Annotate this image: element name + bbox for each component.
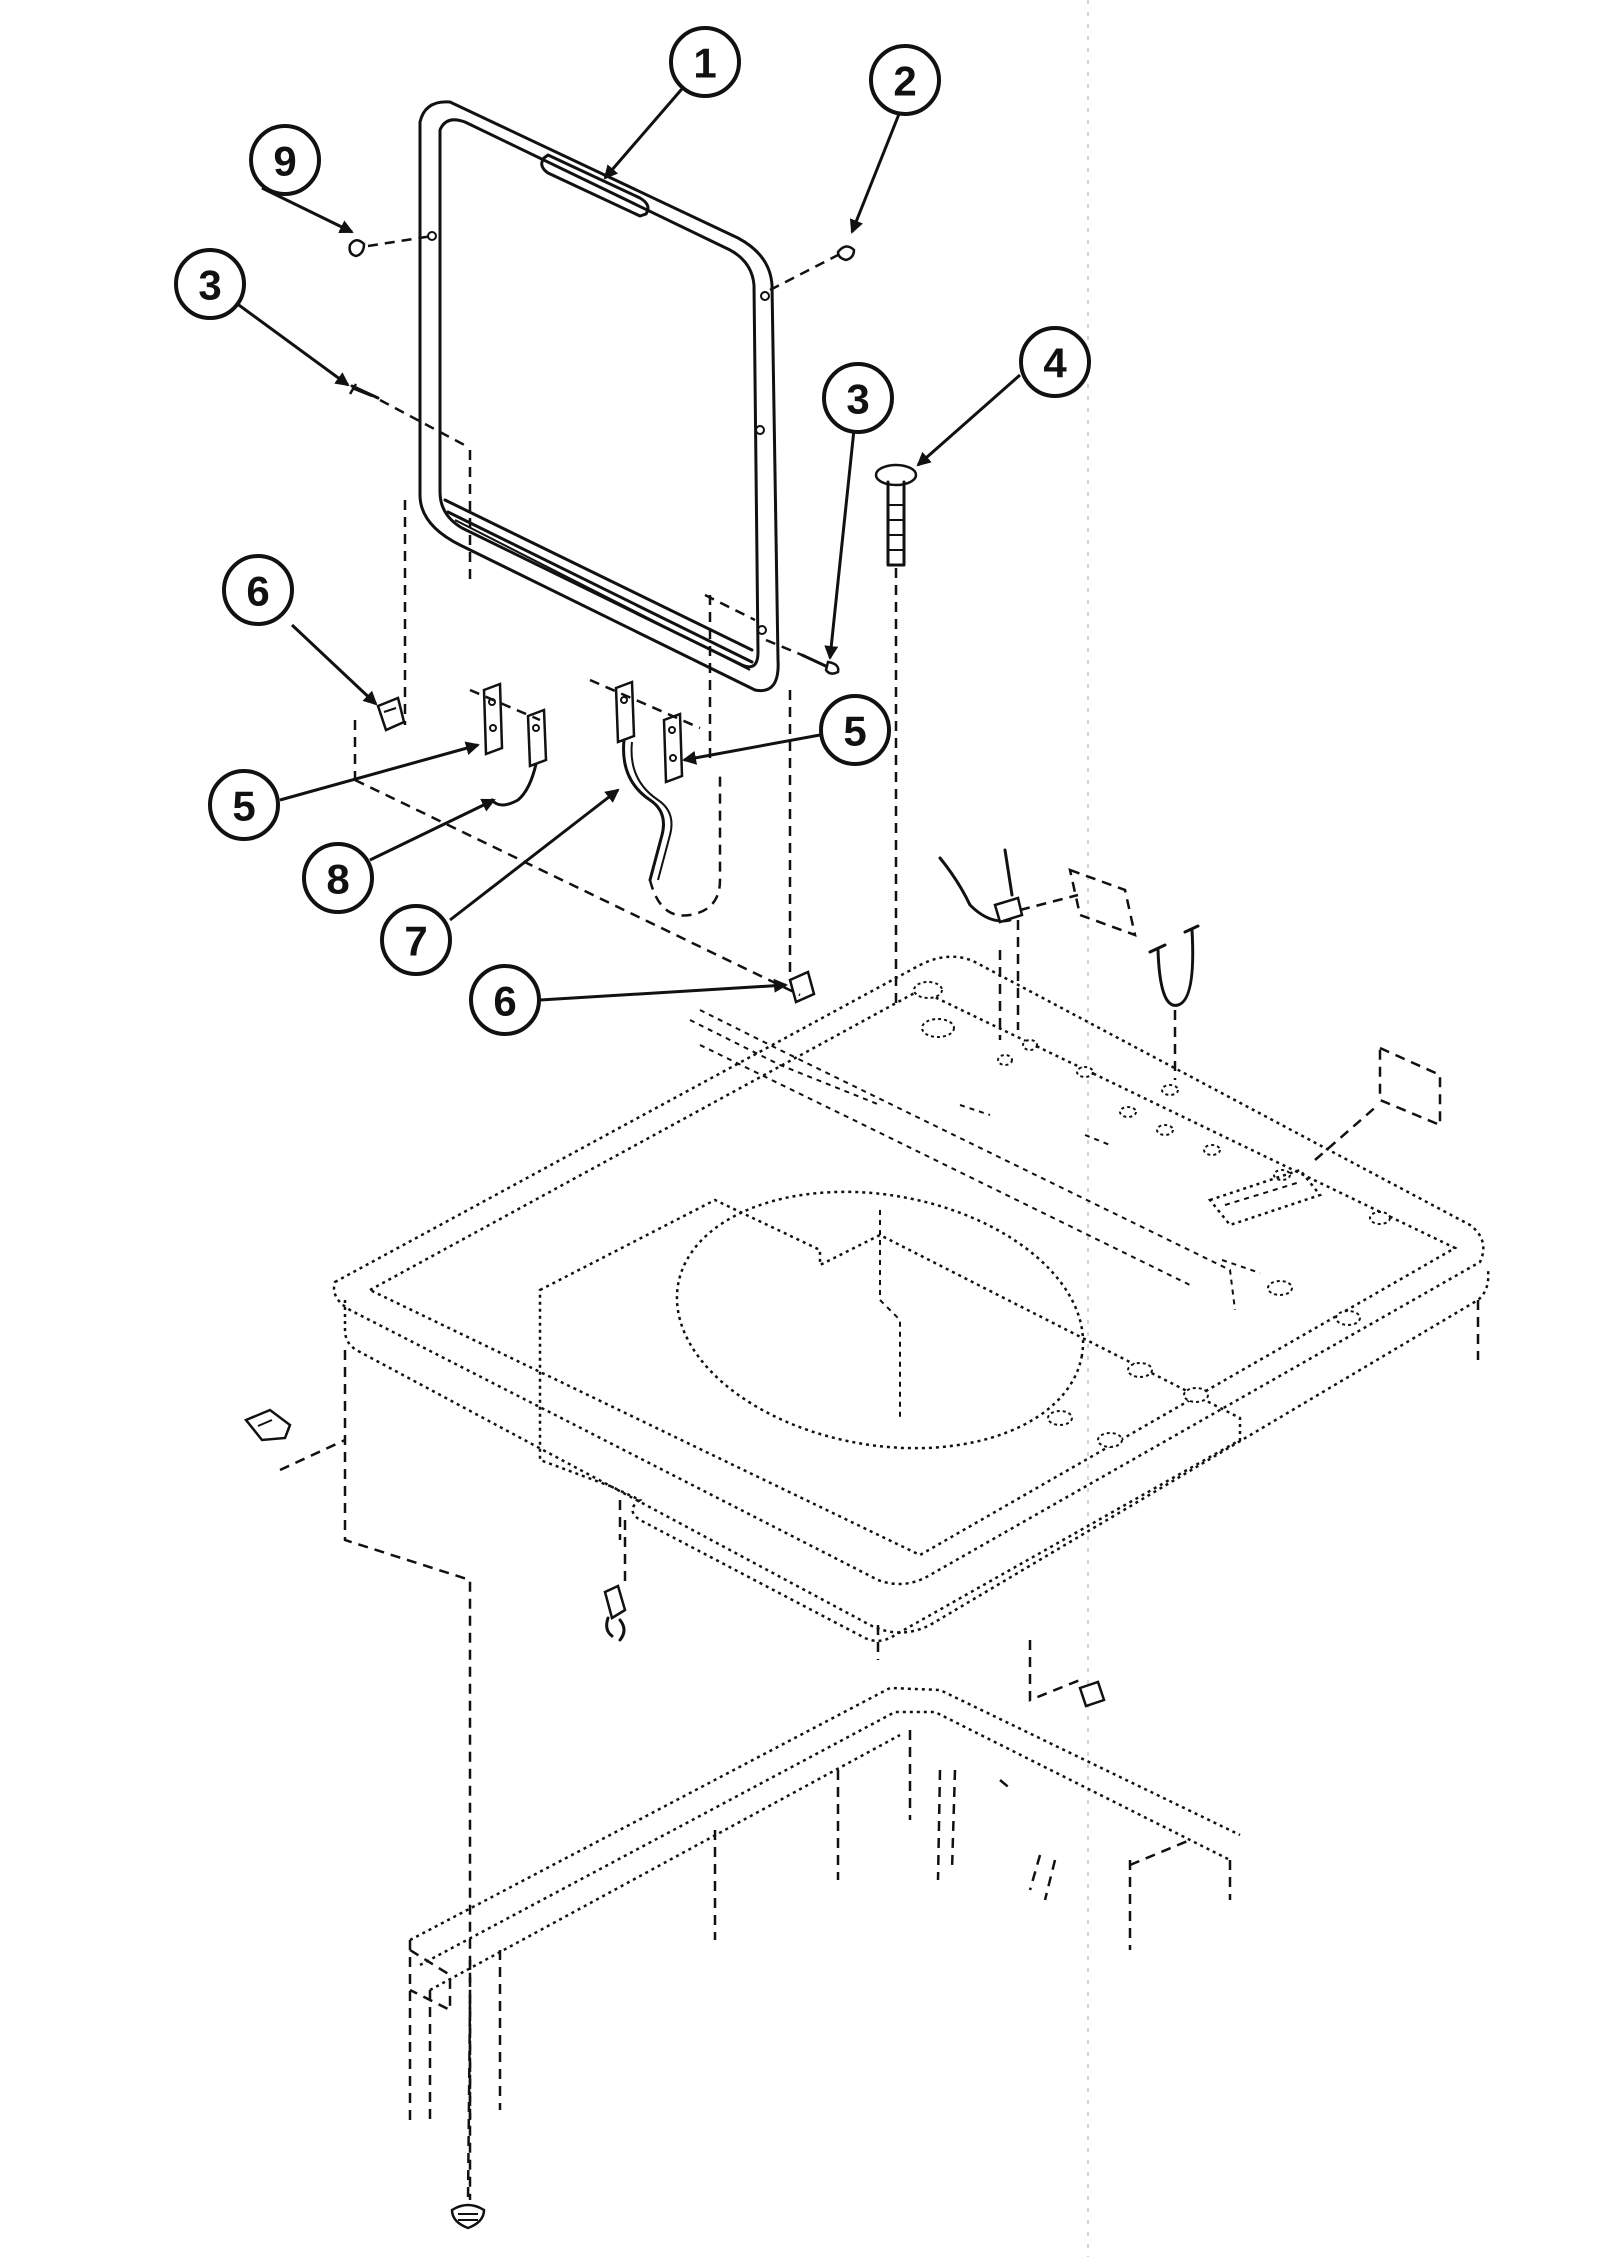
lid-guide-right-top	[704, 593, 756, 622]
clip-left-part	[376, 696, 406, 732]
callout-bumper-right: 2	[869, 44, 941, 116]
callout-hinge-left-number: 5	[232, 783, 255, 830]
callout-clip-left-number: 6	[246, 568, 269, 615]
screw-right-part	[800, 653, 840, 675]
hinge-right-part	[614, 680, 684, 784]
callout-lid: 1	[669, 26, 741, 98]
callout-hinge-right-number: 5	[843, 708, 866, 755]
callout-bolt-number: 4	[1043, 340, 1067, 387]
callout-clip-left: 6	[222, 554, 294, 626]
callout-bumper-right-number: 2	[893, 58, 916, 105]
leader-5-right	[682, 733, 821, 765]
hinge-left-top-guide	[469, 688, 541, 722]
callout-hinge-right: 5	[819, 694, 891, 766]
side-clip-left	[243, 1408, 346, 1472]
hinge-rod-guide	[648, 770, 722, 917]
callout-hinge-rod-left-number: 8	[326, 856, 349, 903]
callout-bumper-left-number: 9	[273, 138, 296, 185]
callout-hinge-rod-left: 8	[302, 842, 374, 914]
leader-9	[261, 186, 354, 234]
callout-hinge-left: 5	[208, 769, 280, 841]
leader-7	[449, 788, 620, 922]
callout-clip-center: 6	[469, 964, 541, 1036]
bumper-left-guide	[367, 234, 433, 248]
leader-6-center	[539, 978, 788, 1002]
callout-hinge-rod-right: 7	[380, 904, 452, 976]
callout-bolt: 4	[1019, 326, 1091, 398]
spring-clip	[603, 1520, 627, 1642]
hinge-top-guide	[589, 678, 701, 730]
callout-screw-right: 3	[822, 362, 894, 434]
bolt-part	[874, 463, 918, 567]
console-fixtures	[938, 848, 1442, 1161]
callout-screw-left: 3	[174, 248, 246, 320]
leader-2	[849, 103, 905, 234]
callout-lid-number: 1	[693, 40, 716, 87]
bumper-right-part	[836, 245, 856, 262]
hinge-rod-left-part	[490, 762, 538, 807]
base-frame	[408, 1640, 1241, 2120]
leader-3-right	[824, 419, 857, 660]
callout-clip-center-number: 6	[493, 978, 516, 1025]
screw-left-part	[348, 383, 380, 400]
bumper-left-part	[348, 239, 366, 258]
callout-hinge-rod-right-number: 7	[404, 918, 427, 965]
base-screw	[450, 1999, 486, 2230]
leader-4	[916, 373, 1021, 467]
screw-left-guide	[379, 398, 471, 450]
cabinet-top	[332, 955, 1490, 1643]
leader-5-left	[279, 741, 480, 802]
hinge-axis-guide	[354, 778, 801, 997]
callout-screw-right-number: 3	[846, 376, 869, 423]
leader-8	[369, 798, 496, 862]
lid-frame	[418, 100, 780, 693]
cabinet-sides	[343, 1300, 1480, 2200]
bumper-right-guide	[769, 253, 839, 292]
callout-bumper-left: 9	[249, 124, 321, 196]
clip-center-part	[788, 970, 816, 1004]
callout-screw-left-number: 3	[198, 262, 221, 309]
hinge-rod-right-part	[622, 738, 665, 882]
leader-6-left	[290, 623, 378, 706]
screw-right-guide	[765, 638, 803, 657]
leader-3-left	[231, 298, 350, 387]
hinge-left-part	[482, 682, 548, 768]
